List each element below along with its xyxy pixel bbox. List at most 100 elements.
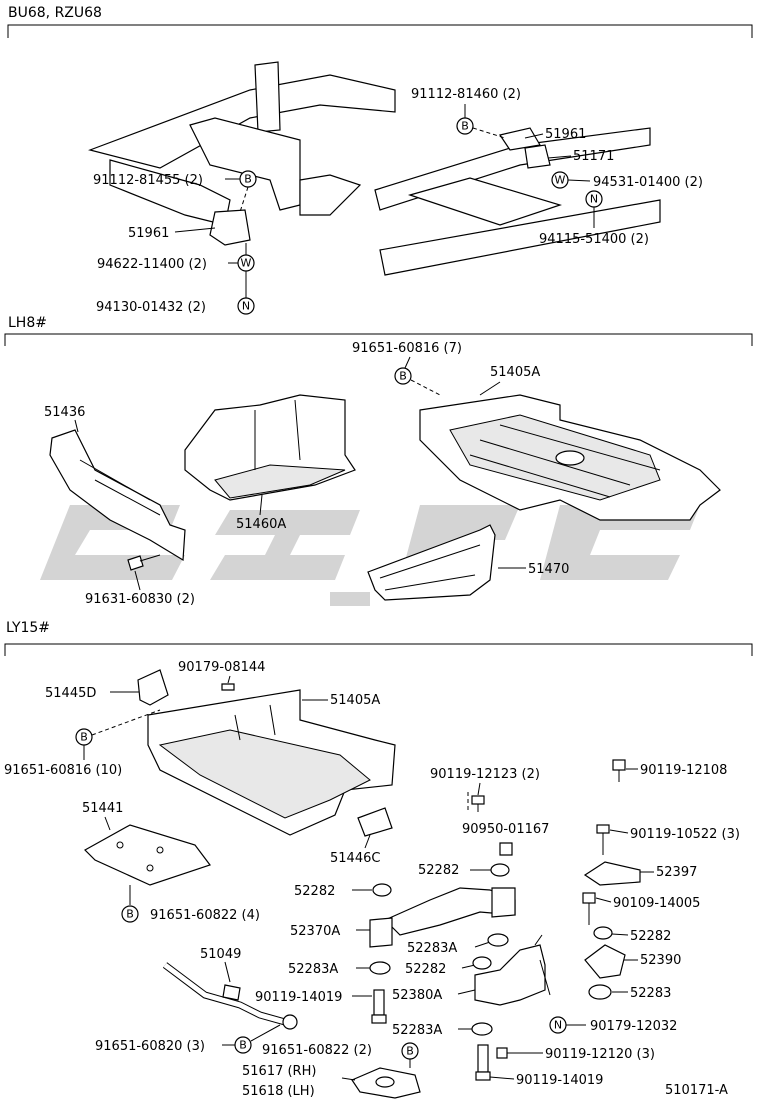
- label-91651-60820: 91651-60820 (3): [95, 1039, 205, 1054]
- label-90119-12123: 90119-12123 (2): [430, 767, 540, 782]
- section-title-ly15: LY15#: [6, 620, 50, 636]
- crossmember-52380A: [474, 934, 551, 1006]
- callout-w-1: W: [551, 171, 569, 189]
- label-52283A-a: 52283A: [407, 941, 457, 956]
- bracket-52397: [583, 861, 641, 886]
- bolt-90119-14019-b: [475, 1044, 491, 1081]
- bolt-90119-12108: [612, 759, 626, 782]
- svg-text:N: N: [590, 193, 598, 206]
- label-90179-12032: 90179-12032: [590, 1019, 677, 1034]
- callout-b-5: B: [121, 905, 139, 923]
- label-51445D: 51445D: [45, 686, 96, 701]
- cap-90950: [499, 842, 513, 856]
- label-90109-14005: 90109-14005: [613, 896, 700, 911]
- label-52283A-c: 52283A: [392, 1023, 442, 1038]
- plate-51441: [84, 824, 211, 886]
- frame-rail-right: [374, 127, 661, 276]
- label-52282-c: 52282: [630, 929, 671, 944]
- cover-51460A: [184, 394, 356, 501]
- label-51961-right: 51961: [545, 127, 586, 142]
- label-51436: 51436: [44, 405, 85, 420]
- label-51961-left: 51961: [128, 226, 169, 241]
- label-52283A-b: 52283A: [288, 962, 338, 977]
- label-90950-01167: 90950-01167: [462, 822, 549, 837]
- svg-text:B: B: [126, 908, 134, 921]
- callout-b-1: B: [456, 117, 474, 135]
- label-90179-08144: 90179-08144: [178, 660, 265, 675]
- bracket-51617-51618: [351, 1067, 421, 1099]
- section-frame-1: [7, 24, 753, 38]
- svg-text:N: N: [554, 1019, 562, 1032]
- label-52390: 52390: [640, 953, 681, 968]
- label-51460A: 51460A: [236, 517, 286, 532]
- label-90119-14019-a: 90119-14019: [255, 990, 342, 1005]
- bolt-90119-12123: [471, 795, 485, 812]
- label-94622-11400: 94622-11400 (2): [97, 257, 207, 272]
- label-90119-12120: 90119-12120 (3): [545, 1047, 655, 1062]
- bushing-52283A-c: [471, 1022, 493, 1036]
- section-title-bu68: BU68, RZU68: [8, 5, 102, 21]
- svg-text:N: N: [242, 300, 250, 313]
- skid-plate-51405A: [419, 394, 721, 521]
- label-94130-01432: 94130-01432 (2): [96, 300, 206, 315]
- section-title-lh8: LH8#: [8, 315, 47, 331]
- label-52397: 52397: [656, 865, 697, 880]
- callout-w-2: W: [237, 254, 255, 272]
- label-91651-60822-4: 91651-60822 (4): [150, 908, 260, 923]
- diagram-reference: 510171-A: [665, 1083, 728, 1098]
- label-51049: 51049: [200, 947, 241, 962]
- svg-text:B: B: [399, 370, 407, 383]
- svg-text:B: B: [406, 1045, 414, 1058]
- bushing-52283: [588, 984, 612, 1000]
- svg-text:B: B: [239, 1039, 247, 1052]
- label-91631-60830: 91631-60830 (2): [85, 592, 195, 607]
- label-94115-51400: 94115-51400 (2): [539, 232, 649, 247]
- svg-text:B: B: [244, 173, 252, 186]
- mount-52390: [584, 944, 626, 979]
- label-51405A-bottom: 51405A: [330, 693, 380, 708]
- label-90119-10522: 90119-10522 (3): [630, 827, 740, 842]
- bushing-52283A-b: [369, 961, 391, 975]
- bolt-90119-10522: [596, 824, 610, 855]
- label-52282-d: 52282: [405, 962, 446, 977]
- bushing-52283A-a: [487, 933, 509, 947]
- label-51618-lh: 51618 (LH): [242, 1084, 315, 1099]
- svg-text:W: W: [555, 174, 566, 187]
- callout-b-7: B: [401, 1042, 419, 1060]
- bolt-90119-12120: [496, 1047, 535, 1059]
- svg-text:B: B: [461, 120, 469, 133]
- svg-text:B: B: [80, 731, 88, 744]
- bolt-90109-14005: [582, 892, 596, 925]
- label-51405A-top: 51405A: [490, 365, 540, 380]
- stabilizer-bar-51049: [162, 962, 298, 1030]
- callout-b-3: B: [394, 367, 412, 385]
- section-frame-3: [4, 643, 753, 656]
- callout-n-3: N: [549, 1016, 567, 1034]
- label-51446C: 51446C: [330, 851, 380, 866]
- label-91651-60816-7: 91651-60816 (7): [352, 341, 462, 356]
- bolt-91631: [127, 554, 161, 571]
- label-94531-01400: 94531-01400 (2): [593, 175, 703, 190]
- label-51470: 51470: [528, 562, 569, 577]
- frame-rail-left: [88, 61, 396, 246]
- callout-b-4: B: [75, 728, 93, 746]
- label-91651-60822-2: 91651-60822 (2): [262, 1043, 372, 1058]
- label-90119-12108: 90119-12108: [640, 763, 727, 778]
- bracket-51446C: [357, 807, 393, 837]
- crossmember-52370A: [369, 887, 516, 948]
- shield-51470: [367, 524, 496, 601]
- bushing-52282-c: [593, 926, 613, 940]
- label-91112-81455: 91112-81455 (2): [93, 173, 203, 188]
- callout-b-6: B: [234, 1036, 252, 1054]
- label-90119-14019-b: 90119-14019: [516, 1073, 603, 1088]
- callout-b-2: B: [239, 170, 257, 188]
- label-52370A: 52370A: [290, 924, 340, 939]
- label-91112-81460: 91112-81460 (2): [411, 87, 521, 102]
- label-91651-60816-10: 91651-60816 (10): [4, 763, 122, 778]
- nut-90179-08144: [221, 683, 235, 691]
- svg-text:W: W: [241, 257, 252, 270]
- bushing-52282-d: [472, 956, 492, 970]
- bolt-90119-14019-a: [371, 989, 387, 1024]
- label-51617-rh: 51617 (RH): [242, 1064, 316, 1079]
